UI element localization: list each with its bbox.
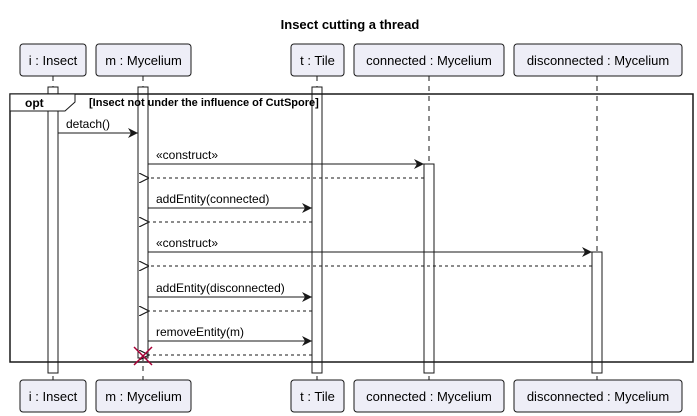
participant-top-insect: i : Insect xyxy=(19,43,87,77)
participant-label: i : Insect xyxy=(29,53,78,68)
call-message: addEntity(disconnected) xyxy=(148,281,312,302)
participant-label: t : Tile xyxy=(300,389,335,404)
activation-connected xyxy=(423,163,435,374)
participant-bottom-mycelium: m : Mycelium xyxy=(95,379,192,413)
opt-fragment: opt [Insect not under the influence of C… xyxy=(9,93,694,363)
activation-insect xyxy=(47,86,59,374)
participant-top-tile: t : Tile xyxy=(290,43,345,77)
participant-label: connected : Mycelium xyxy=(366,53,492,68)
activation-disconnected xyxy=(591,251,603,374)
message-label: «construct» xyxy=(156,148,218,162)
participant-label: m : Mycelium xyxy=(105,389,182,404)
participant-bottom-insect: i : Insect xyxy=(19,379,87,413)
participant-label: connected : Mycelium xyxy=(366,389,492,404)
participant-label: m : Mycelium xyxy=(105,53,182,68)
participant-box xyxy=(353,379,505,413)
participant-bottom-tile: t : Tile xyxy=(290,379,345,413)
call-message: addEntity(connected) xyxy=(148,192,312,213)
participant-box xyxy=(513,43,683,77)
lifelines xyxy=(52,76,598,380)
fragment-operator: opt xyxy=(25,96,44,110)
participant-label: disconnected : Mycelium xyxy=(527,389,669,404)
participant-box xyxy=(95,43,192,77)
message-label: addEntity(connected) xyxy=(156,192,269,206)
activation-mycelium xyxy=(137,86,149,359)
participant-top-mycelium: m : Mycelium xyxy=(95,43,192,77)
destroy-mark xyxy=(133,346,153,366)
fragment-tag-box xyxy=(9,93,76,112)
participant-top-connected: connected : Mycelium xyxy=(353,43,505,77)
messages: detach() «construct» addEntity(connected) «… xyxy=(58,117,592,355)
participant-bottom-connected: connected : Mycelium xyxy=(353,379,505,413)
call-message: «construct» xyxy=(148,236,592,257)
participant-box xyxy=(19,43,87,77)
message-label: detach() xyxy=(66,117,110,131)
activation-bars xyxy=(47,86,603,374)
diagram-title: Insect cutting a thread xyxy=(281,17,420,32)
message-label: removeEntity(m) xyxy=(156,325,244,339)
participant-bottom-disconnected: disconnected : Mycelium xyxy=(513,379,683,413)
message-label: addEntity(disconnected) xyxy=(156,281,285,295)
participant-label: i : Insect xyxy=(29,389,78,404)
participant-box xyxy=(290,379,345,413)
participant-box xyxy=(353,43,505,77)
participant-label: t : Tile xyxy=(300,53,335,68)
activation-tile xyxy=(311,86,323,374)
fragment-guard: [Insect not under the influence of CutSp… xyxy=(89,97,319,109)
participant-top-disconnected: disconnected : Mycelium xyxy=(513,43,683,77)
call-message: detach() xyxy=(58,117,138,138)
message-label: «construct» xyxy=(156,236,218,250)
participant-label: disconnected : Mycelium xyxy=(527,53,669,68)
participant-box xyxy=(19,379,87,413)
participant-box xyxy=(290,43,345,77)
participant-box xyxy=(95,379,192,413)
participant-box xyxy=(513,379,683,413)
fragment-frame xyxy=(9,93,694,363)
call-message: removeEntity(m) xyxy=(148,325,312,346)
participant-heads: i : Insect i : Insect m : Mycelium m : Myce… xyxy=(19,43,683,413)
call-message: «construct» xyxy=(148,148,424,169)
